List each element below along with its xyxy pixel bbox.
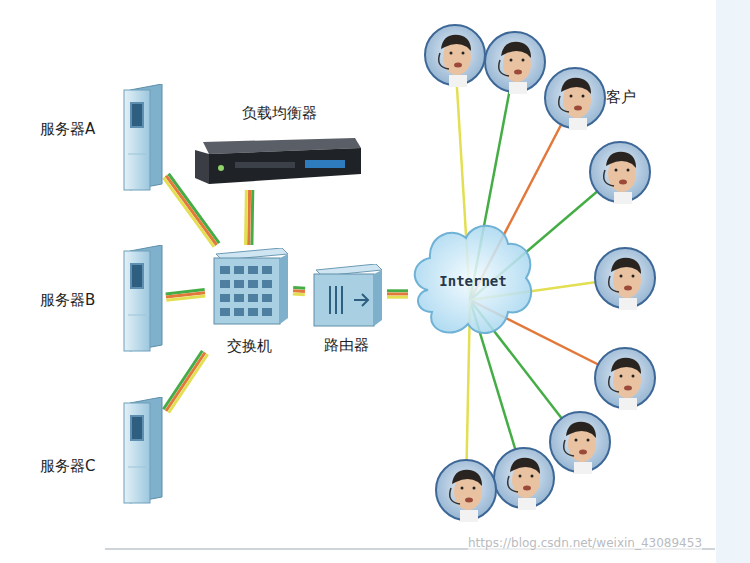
cable-stripe [244,190,248,245]
device-node: 服务器C [40,395,166,507]
node-label: 服务器A [40,120,95,138]
cable-stripe [293,286,305,290]
cable-stripe [169,174,220,243]
side-strip [716,0,750,563]
node-label: 服务器C [40,457,95,475]
server-icon [122,397,164,505]
device-node: 路由器 [305,262,387,362]
server-icon [122,84,164,192]
cable-stripe [387,293,408,296]
device-node: 服务器A [40,82,166,194]
node-label: 路由器 [305,336,387,354]
network-cable [163,174,219,247]
group-label: 客户 [606,88,636,107]
node-label: 负载均衡器 [195,104,363,122]
network-cable [293,288,305,295]
device-node: 交换机 [205,245,293,363]
router-icon [310,264,382,328]
cable-stripe [293,292,305,296]
network-cable [166,290,206,301]
cable-stripe [387,296,408,299]
balancer-icon [195,138,361,186]
cable-stripe [250,190,254,245]
network-cable [387,291,408,297]
cloud-node: Internet [408,212,538,352]
cable-stripe [166,296,205,300]
cable-stripe [247,190,251,245]
watermark: https://blog.csdn.net/weixin_43089453 [468,536,702,550]
cable-stripe [163,178,214,247]
switch-icon [210,248,288,328]
network-cable [163,351,207,413]
node-label: Internet [408,272,538,290]
device-node: 负载均衡器 [195,98,363,190]
network-cable [245,190,252,245]
cable-stripe [387,289,408,292]
cable-stripe [169,354,208,413]
server-icon [122,245,164,353]
device-node: 服务器B [40,243,166,355]
node-label: 交换机 [205,337,293,355]
cable-stripe [166,353,205,412]
cable-stripe [163,351,202,410]
cable-stripe [293,289,305,293]
cable-stripe [166,176,217,245]
node-label: 服务器B [40,291,95,309]
